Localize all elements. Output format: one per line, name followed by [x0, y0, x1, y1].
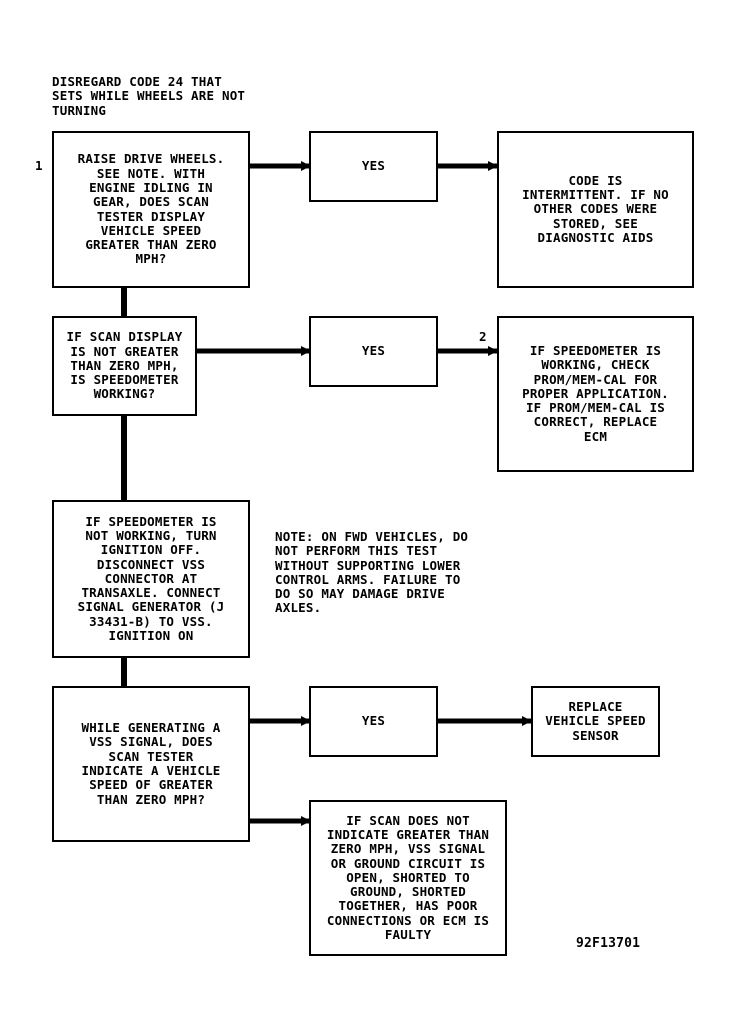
question-2-text: IF SCAN DISPLAY IS NOT GREATER THAN ZERO…	[66, 329, 183, 402]
result-box-1: CODE IS INTERMITTENT. IF NO OTHER CODES …	[497, 131, 694, 288]
question-box-2: IF SCAN DISPLAY IS NOT GREATER THAN ZERO…	[52, 316, 197, 416]
question-1-text: RAISE DRIVE WHEELS. SEE NOTE. WITH ENGIN…	[77, 151, 225, 267]
result-box-3: REPLACE VEHICLE SPEED SENSOR	[531, 686, 660, 757]
result-3-text: REPLACE VEHICLE SPEED SENSOR	[545, 699, 646, 743]
yes-2-text: YES	[361, 343, 386, 359]
result-4-text: IF SCAN DOES NOT INDICATE GREATER THAN Z…	[326, 812, 490, 943]
result-box-4: IF SCAN DOES NOT INDICATE GREATER THAN Z…	[309, 800, 507, 956]
yes-box-2: YES	[309, 316, 438, 387]
step-label-2: 2	[479, 329, 487, 344]
step-label-1: 1	[35, 158, 43, 173]
yes-box-1: YES	[309, 131, 438, 202]
yes-box-3: YES	[309, 686, 438, 757]
yes-3-text: YES	[361, 713, 386, 729]
question-box-4: WHILE GENERATING A VSS SIGNAL, DOES SCAN…	[52, 686, 250, 842]
figure-id: 92F13701	[576, 936, 641, 951]
result-box-2: IF SPEEDOMETER IS WORKING, CHECK PROM/ME…	[497, 316, 694, 472]
instruction-box-3: IF SPEEDOMETER IS NOT WORKING, TURN IGNI…	[52, 500, 250, 658]
instruction-3-text: IF SPEEDOMETER IS NOT WORKING, TURN IGNI…	[77, 513, 225, 644]
result-2-text: IF SPEEDOMETER IS WORKING, CHECK PROM/ME…	[522, 342, 669, 444]
header-note: DISREGARD CODE 24 THAT SETS WHILE WHEELS…	[52, 74, 246, 118]
question-box-1: RAISE DRIVE WHEELS. SEE NOTE. WITH ENGIN…	[52, 131, 250, 288]
note-text: NOTE: ON FWD VEHICLES, DO NOT PERFORM TH…	[275, 529, 469, 616]
question-4-text: WHILE GENERATING A VSS SIGNAL, DOES SCAN…	[81, 720, 221, 807]
result-1-text: CODE IS INTERMITTENT. IF NO OTHER CODES …	[522, 172, 669, 245]
yes-1-text: YES	[361, 158, 386, 174]
